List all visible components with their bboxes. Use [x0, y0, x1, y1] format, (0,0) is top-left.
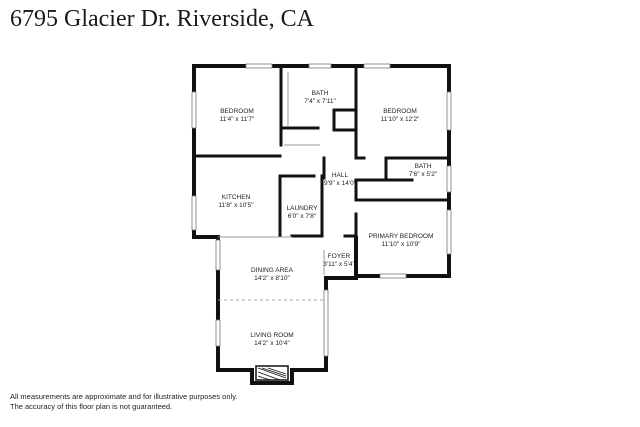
- room-labels: BEDROOM 11'4" x 11'7" BATH 7'4" x 7'11" …: [218, 90, 437, 347]
- room-name-kitchen: KITCHEN: [222, 194, 251, 201]
- partitions: [218, 72, 326, 301]
- room-name-laundry: LAUNDRY: [287, 205, 319, 212]
- interior-walls: [192, 64, 451, 280]
- disclaimer: All measurements are approximate and for…: [10, 392, 237, 411]
- disclaimer-line-1: All measurements are approximate and for…: [10, 392, 238, 401]
- room-name-primary-bedroom: PRIMARY BEDROOM: [369, 233, 434, 240]
- windows: [191, 63, 452, 357]
- page-title: 6795 Glacier Dr. Riverside, CA: [10, 6, 314, 32]
- room-name-bedroom-2: BEDROOM: [383, 108, 417, 115]
- fireplace-icon: [255, 365, 289, 381]
- room-dims-primary-bedroom: 11'10" x 10'9": [382, 241, 421, 248]
- room-dims-kitchen: 11'8" x 10'5": [218, 202, 254, 209]
- room-name-foyer: FOYER: [328, 253, 351, 260]
- room-name-bedroom-1: BEDROOM: [220, 108, 254, 115]
- room-name-hall: HALL: [332, 172, 349, 179]
- room-name-bath-1: BATH: [312, 90, 329, 97]
- room-dims-bath-2: 7'6" x 5'2": [409, 171, 438, 178]
- room-name-bath-2: BATH: [415, 163, 432, 170]
- room-dims-bath-1: 7'4" x 7'11": [304, 98, 336, 105]
- disclaimer-line-2: The accuracy of this floor plan is not g…: [10, 401, 173, 411]
- room-name-living-room: LIVING ROOM: [250, 332, 293, 339]
- room-name-dining-area: DINING AREA: [251, 267, 294, 274]
- room-dims-bedroom-2: 11'10" x 12'2": [381, 116, 420, 123]
- room-dims-bedroom-1: 11'4" x 11'7": [220, 116, 255, 123]
- room-dims-foyer: 3'11" x 5'4": [323, 261, 355, 268]
- room-dims-living-room: 14'2" x 10'4": [254, 340, 290, 347]
- room-dims-hall: 9'9" x 14'0": [324, 180, 357, 187]
- room-dims-dining-area: 14'2" x 8'10": [254, 275, 290, 282]
- room-dims-laundry: 6'0" x 7'8": [288, 213, 317, 220]
